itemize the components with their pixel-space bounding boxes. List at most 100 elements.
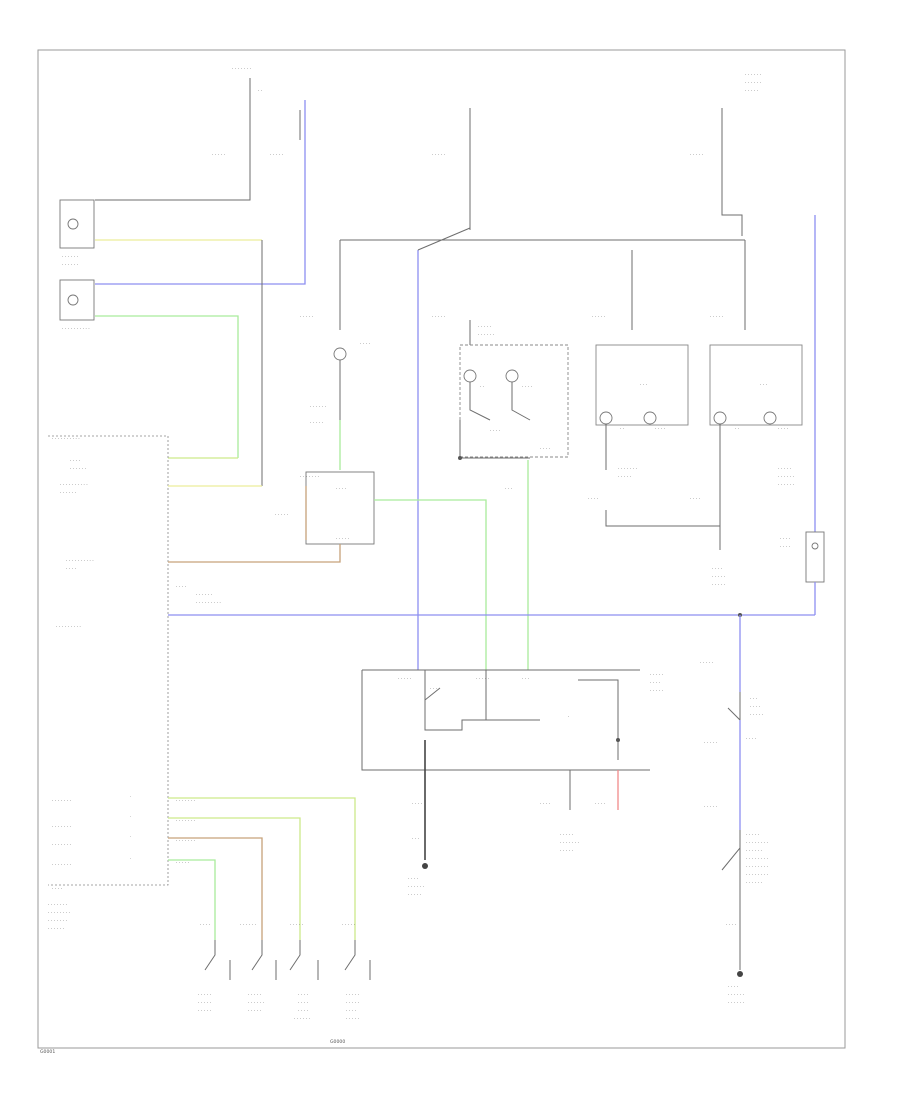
svg-text:· · · · · ·: · · · · · · <box>248 1001 264 1006</box>
svg-text:· · · · · · · · · ·: · · · · · · · · · · <box>66 559 94 564</box>
svg-text:· · · · · ·: · · · · · · <box>745 81 761 86</box>
interior-light-control: · · · · · · · · · · · · · · · · · · · · … <box>361 669 663 860</box>
svg-text:· · · · ·: · · · · · <box>342 923 355 928</box>
svg-text:· · · ·: · · · · <box>298 1001 308 1006</box>
svg-text:· · · · · ·: · · · · · · <box>60 491 76 496</box>
svg-text:· · · · · ·: · · · · · · <box>778 475 794 480</box>
svg-text:· · · · · ·: · · · · · · <box>728 993 744 998</box>
svg-text:· · · · · · · · · ·: · · · · · · · · · · <box>62 327 90 332</box>
door-switch-driver: · · · · · · · · · · · · · · · · · · · <box>198 923 231 1014</box>
svg-text:· · · · ·: · · · · · <box>746 833 759 838</box>
door-switch-left-rear: · · · · · · · · · · · · · · · · · · · · … <box>289 923 319 1022</box>
svg-text:· · · · ·: · · · · · <box>560 833 573 838</box>
svg-text:· · · · · · ·: · · · · · · · <box>52 825 71 830</box>
svg-text:· · · · · ·: · · · · · · <box>62 255 78 260</box>
svg-text:· · · · ·: · · · · · <box>618 475 631 480</box>
svg-text:· · ·: · · · <box>522 677 529 682</box>
svg-text:· · · ·: · · · · <box>522 385 532 390</box>
svg-text:· · · ·: · · · · <box>778 427 788 432</box>
svg-text:· · · · ·: · · · · · <box>690 153 703 158</box>
svg-text:· · · · · ·: · · · · · · <box>728 1001 744 1006</box>
svg-text:· · · ·: · · · · <box>655 427 665 432</box>
svg-text:· · · · · ·: · · · · · · <box>745 73 761 78</box>
svg-text:· · · · · · · ·: · · · · · · · · <box>48 911 70 916</box>
svg-text:· · · · · · · ·: · · · · · · · · <box>746 857 768 862</box>
svg-text:· · · · · ·: · · · · · · <box>310 405 326 410</box>
svg-text:· · · · · · · · · ·: · · · · · · · · · · <box>52 437 80 442</box>
svg-text:· · · · ·: · · · · · <box>198 993 211 998</box>
svg-text:· · · · · ·: · · · · · · <box>294 1017 310 1022</box>
svg-text:·: · <box>568 715 569 720</box>
svg-text:· ·: · · <box>735 427 739 432</box>
svg-text:· · · · · · · ·: · · · · · · · · <box>746 873 768 878</box>
svg-text:·: · <box>130 794 131 799</box>
svg-text:· · · · · · ·: · · · · · · · <box>52 843 71 848</box>
svg-text:· · ·: · · · <box>640 383 647 388</box>
svg-text:· · · · · ·: · · · · · · <box>70 467 86 472</box>
svg-text:· · · · · ·: · · · · · · <box>196 593 212 598</box>
svg-text:· · · · · · ·: · · · · · · · <box>48 903 67 908</box>
svg-text:· · · ·: · · · · <box>588 497 598 502</box>
svg-text:· · · ·: · · · · <box>66 567 76 572</box>
svg-text:· · · · ·: · · · · · <box>212 153 225 158</box>
map-lamp-assembly: · · · · · · · · · · · · · · · · · · · · … <box>432 315 569 670</box>
svg-text:· · · · · · ·: · · · · · · · <box>52 799 71 804</box>
svg-text:·: · <box>130 814 131 819</box>
svg-text:· · · ·: · · · · <box>726 923 736 928</box>
central-bus <box>339 227 745 670</box>
svg-text:· · · · ·: · · · · · <box>650 673 663 678</box>
svg-text:· · · · · ·: · · · · · · <box>62 263 78 268</box>
svg-text:·: · <box>130 834 131 839</box>
svg-text:· · · · ·: · · · · · <box>346 1001 359 1006</box>
svg-text:· · · · · ·: · · · · · · <box>478 333 494 338</box>
svg-text:· · · ·: · · · · <box>298 1009 308 1014</box>
svg-text:· · · · · ·: · · · · · · <box>48 927 64 932</box>
svg-text:· · · · ·: · · · · · <box>476 677 489 682</box>
footer-center-code: G0000 <box>330 1039 345 1045</box>
svg-text:· · · ·: · · · · <box>540 447 550 452</box>
svg-text:· · · · · · ·: · · · · · · · <box>48 919 67 924</box>
svg-text:· · · · · · ·: · · · · · · · <box>176 839 195 844</box>
footer-left-code: G0001 <box>40 1049 55 1055</box>
fuse-feed-left: · · · · · · · · · · · · · · · · · · · <box>95 67 301 201</box>
svg-text:· · ·: · · · <box>750 697 757 702</box>
svg-text:· · · · · ·: · · · · · · <box>408 885 424 890</box>
svg-text:· · · · ·: · · · · · <box>750 713 763 718</box>
svg-text:· · · · ·: · · · · · <box>248 1009 261 1014</box>
svg-text:· · · · · ·: · · · · · · <box>240 923 256 928</box>
svg-text:· · · ·: · · · · <box>540 802 550 807</box>
rear-lamp-left: · · · · · · · · · · · · · · · · · · · · … <box>588 250 720 527</box>
svg-text:· · · ·: · · · · <box>490 429 500 434</box>
svg-text:· · · · ·: · · · · · <box>650 689 663 694</box>
svg-text:· · · ·: · · · · <box>412 802 422 807</box>
svg-text:· · · · ·: · · · · · <box>346 993 359 998</box>
trunk-lamp: · · · · · · · · <box>780 215 825 615</box>
svg-text:· · · · · · ·: · · · · · · · <box>176 819 195 824</box>
svg-text:· · ·: · · · <box>505 487 512 492</box>
svg-text:· · · · ·: · · · · · <box>198 1001 211 1006</box>
key-switch-chain: · · · · · · · · · · · · · · · · · · · · … <box>700 615 768 1006</box>
svg-text:· · · ·: · · · · <box>650 681 660 686</box>
svg-text:· · · · ·: · · · · · <box>712 583 725 588</box>
svg-text:· · · ·: · · · · <box>595 802 605 807</box>
svg-text:· · · · · ·: · · · · · · <box>746 849 762 854</box>
svg-text:· · · · ·: · · · · · <box>712 575 725 580</box>
svg-text:· · · ·: · · · · <box>52 887 62 892</box>
svg-text:· · · ·: · · · · <box>780 537 790 542</box>
svg-text:· · · ·: · · · · <box>336 487 346 492</box>
svg-text:· · · · · ·: · · · · · · <box>778 483 794 488</box>
svg-text:· · ·: · · · <box>760 383 767 388</box>
spot-lamp-switch: · · · · · · · · · · · · · · · · · · · · <box>300 315 370 470</box>
ground-center: · · · · · · · · · · · · · · · <box>408 863 428 898</box>
svg-text:· · · · ·: · · · · · <box>275 513 288 518</box>
svg-text:· · · · · ·: · · · · · · <box>746 881 762 886</box>
svg-text:· · · ·: · · · · <box>690 497 700 502</box>
front-passenger-door-lamp: · · · · · · · · · · <box>59 100 306 458</box>
svg-text:· · · · ·: · · · · · <box>432 153 445 158</box>
svg-text:· · · · ·: · · · · · <box>336 537 349 542</box>
dome-lamp-upper-left: · · · · · · · · · · · · <box>59 199 262 268</box>
svg-text:· ·: · · <box>258 89 262 94</box>
svg-text:· · · · ·: · · · · · <box>560 849 573 854</box>
svg-text:· · · ·: · · · · <box>298 993 308 998</box>
svg-text:· · · · · · · · · ·: · · · · · · · · · · <box>60 483 88 488</box>
